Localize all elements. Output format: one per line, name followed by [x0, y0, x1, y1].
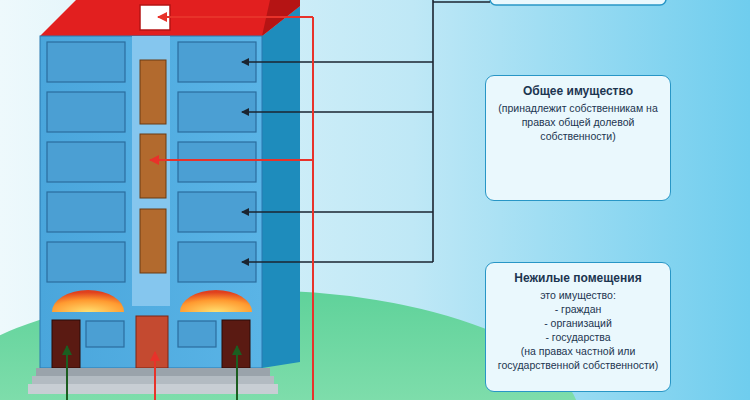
- box-text: (принадлежит собственникам на правах общ…: [494, 101, 662, 143]
- box-text: - граждан: [494, 302, 662, 316]
- box-text: - государства: [494, 330, 662, 344]
- box-text: - организаций: [494, 316, 662, 330]
- box-text: (на правах частной или государственной с…: [494, 344, 662, 372]
- box-heading: Нежилые помещения: [494, 271, 662, 285]
- box-heading: Общее имущество: [494, 84, 662, 98]
- info-box: Общее имущество (принадлежит собственника…: [485, 75, 671, 201]
- box-text: это имущество:: [494, 288, 662, 302]
- info-box: Нежилые помещения это имущество:- граждан…: [485, 262, 671, 392]
